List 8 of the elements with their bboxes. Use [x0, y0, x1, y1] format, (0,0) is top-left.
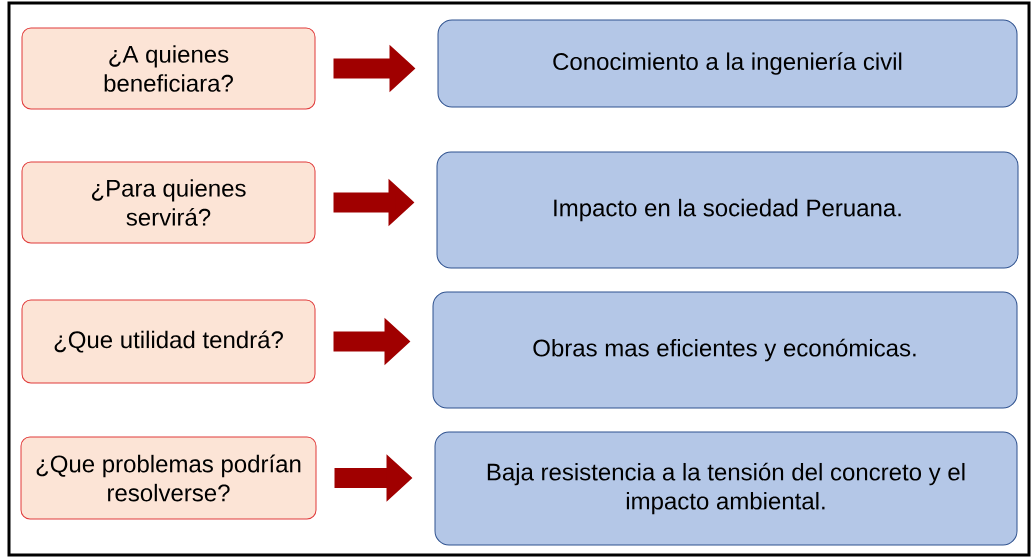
answer-box: Impacto en la sociedad Peruana. [436, 151, 1019, 269]
answer-box: Conocimiento a la ingeniería civil [437, 19, 1018, 108]
question-box: ¿Que utilidad tendrá? [21, 299, 316, 384]
question-box: ¿A quienes beneficiara? [21, 27, 316, 110]
answer-box: Baja resistencia a la tensión del concreto y el impacto ambiental. [434, 431, 1018, 546]
question-box: ¿Para quienes servirá? [21, 161, 316, 244]
answer-box: Obras mas eficientes y económicas. [432, 291, 1018, 409]
question-box: ¿Que problemas podrían resolverse? [20, 436, 317, 520]
